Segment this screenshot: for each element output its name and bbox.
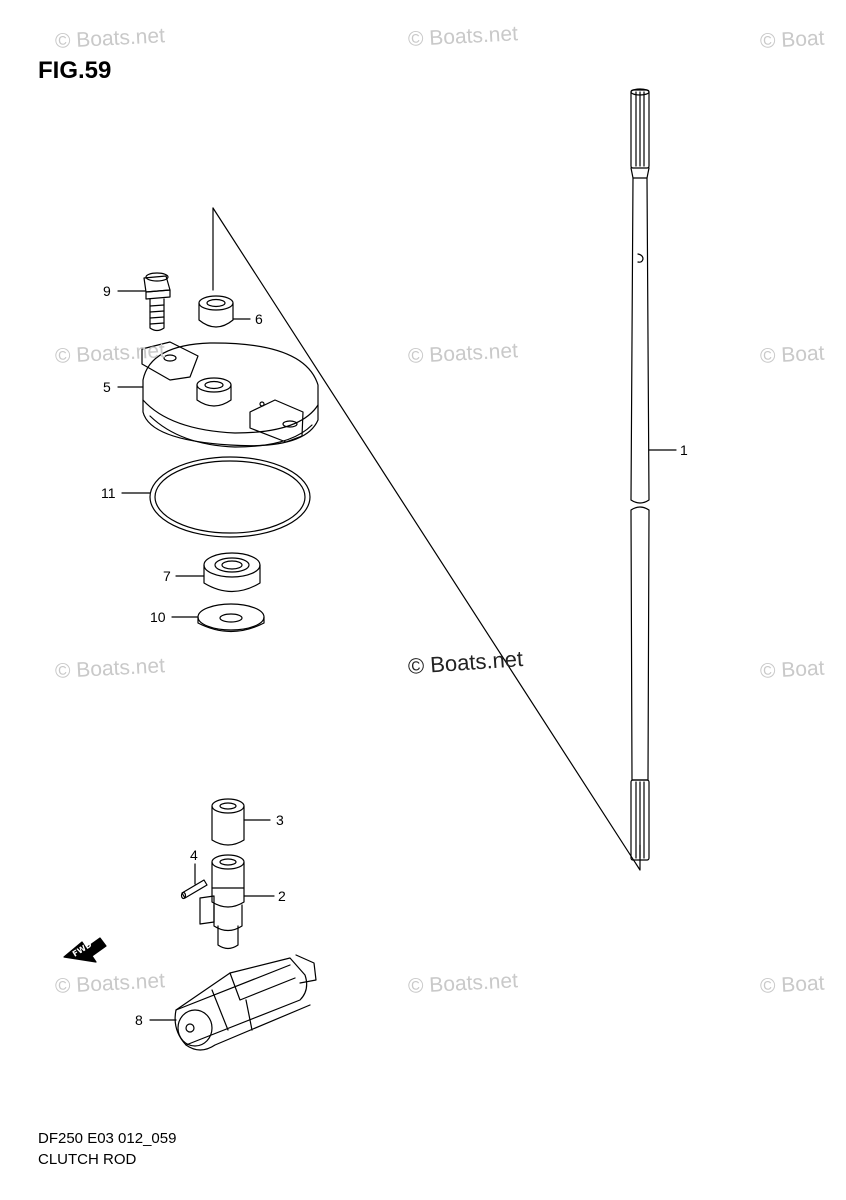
pin-part-4[interactable]: [180, 879, 208, 900]
washer-part-10[interactable]: [197, 603, 265, 632]
callout-9[interactable]: 9: [103, 283, 111, 299]
callout-8[interactable]: 8: [135, 1012, 143, 1028]
watermark: © Boat: [759, 656, 826, 683]
o-ring-part-11[interactable]: [149, 456, 311, 538]
cam-part-8[interactable]: [174, 954, 317, 1051]
callout-3[interactable]: 3: [276, 812, 284, 828]
callout-2[interactable]: 2: [278, 888, 286, 904]
assembly-guide-line: [212, 207, 641, 871]
sleeve-part-3[interactable]: [211, 798, 245, 846]
figure-title: FIG.59: [38, 57, 112, 84]
callout-1[interactable]: 1: [680, 442, 688, 458]
case-part-5[interactable]: [141, 341, 319, 448]
watermark: © Boat: [759, 341, 826, 368]
watermark: © Boat: [759, 26, 826, 53]
watermark: © Boat: [759, 971, 826, 998]
bushing-part-6[interactable]: [198, 295, 234, 328]
bearing-part-7[interactable]: [203, 552, 261, 593]
diagram-caption: CLUTCH ROD: [38, 1151, 137, 1168]
diagram-code: DF250 E03 012_059: [38, 1130, 177, 1147]
shifter-part-2[interactable]: [199, 854, 245, 950]
callout-4[interactable]: 4: [190, 847, 198, 863]
bolt-part-9[interactable]: [143, 272, 171, 332]
clutch-rod-part-1[interactable]: [630, 88, 650, 861]
callout-10[interactable]: 10: [150, 609, 166, 625]
callout-7[interactable]: 7: [163, 568, 171, 584]
callout-6[interactable]: 6: [255, 311, 263, 327]
callout-11[interactable]: 11: [101, 485, 116, 501]
callout-5[interactable]: 5: [103, 379, 111, 395]
fwd-arrow-icon: [63, 937, 107, 963]
